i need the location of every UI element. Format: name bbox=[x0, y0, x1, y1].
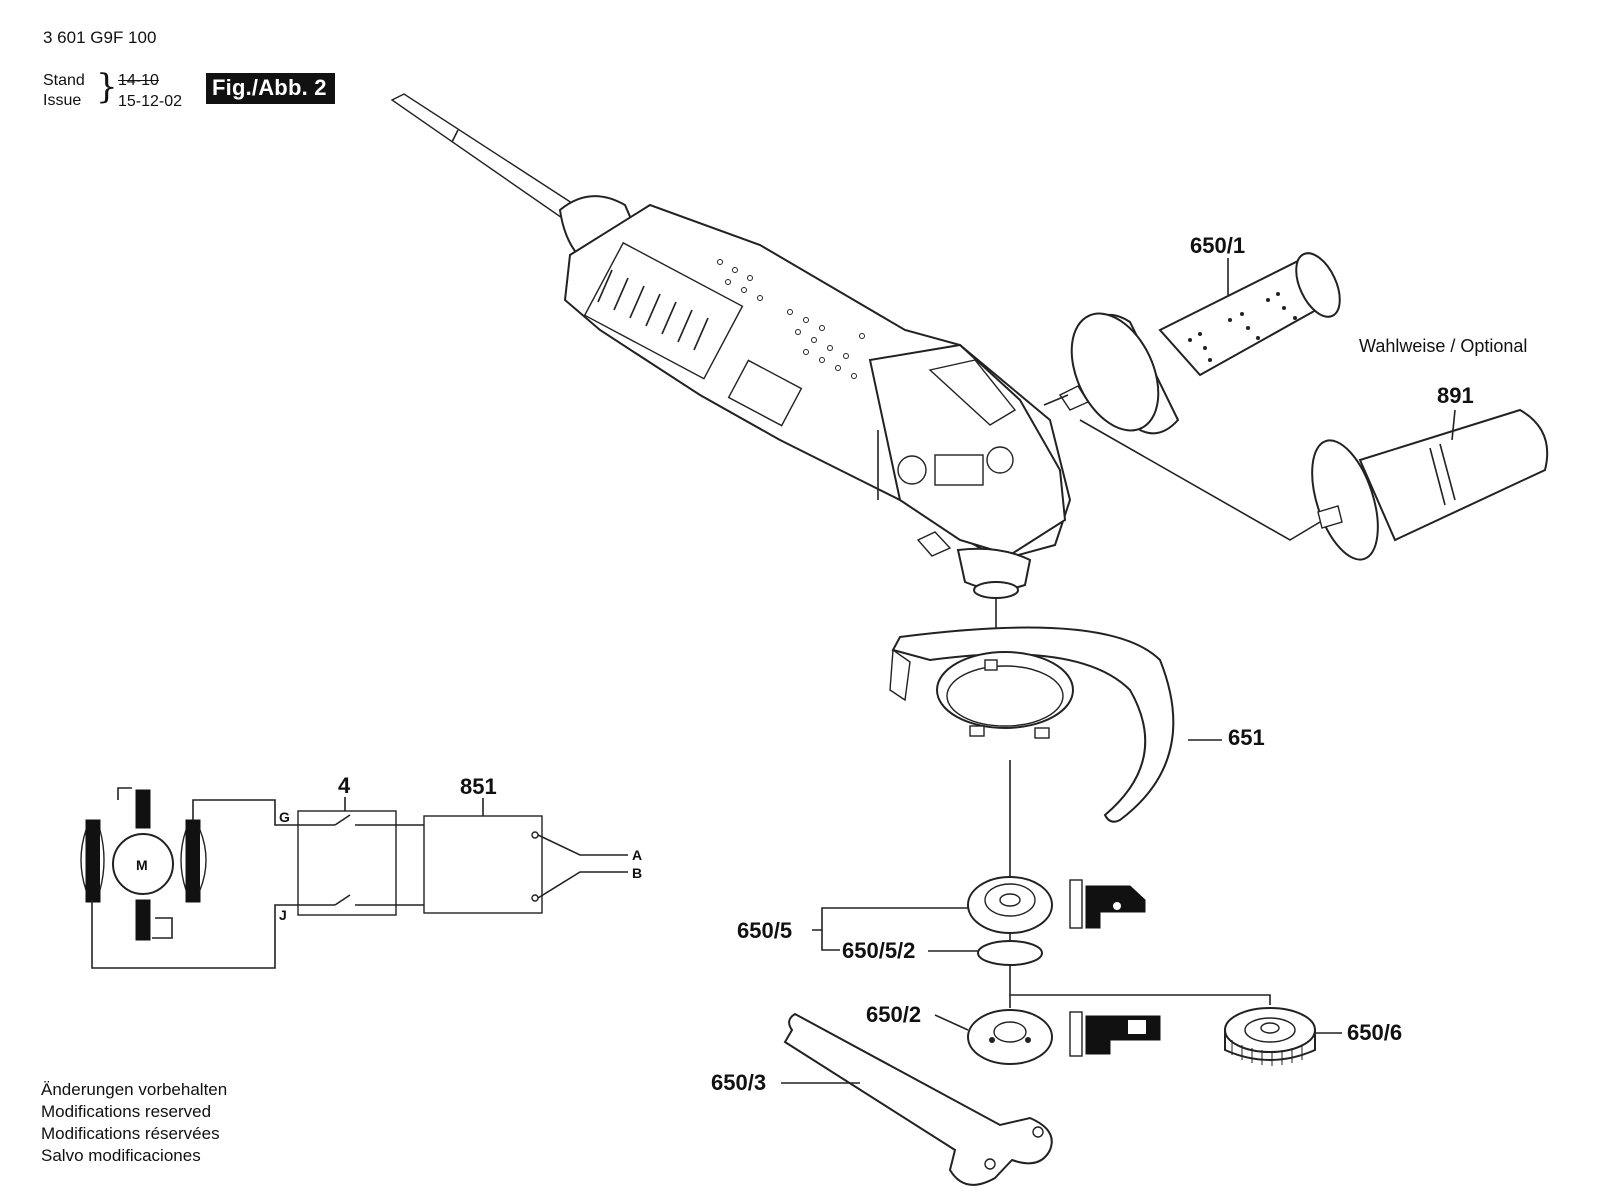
leader-650-5-2-branch bbox=[821, 930, 840, 951]
footer-note-de: Änderungen vorbehalten bbox=[41, 1080, 228, 1099]
o-ring-650-5-2 bbox=[977, 940, 1043, 966]
pin-spanner-650-3 bbox=[783, 1012, 1053, 1186]
old-date: 14-10 bbox=[118, 72, 159, 89]
label-651: 651 bbox=[1228, 725, 1265, 750]
new-date: 15-12-02 bbox=[118, 93, 183, 110]
leader-650-5 bbox=[812, 907, 968, 931]
wiring-schematic: M 4 G J 851 A B bbox=[80, 773, 642, 969]
label-650-1: 650/1 bbox=[1190, 233, 1245, 258]
auxiliary-handle-650-1 bbox=[1058, 252, 1341, 435]
stand-label: Stand bbox=[43, 72, 85, 89]
switch-box bbox=[297, 810, 397, 916]
branch-line-650-6 bbox=[1009, 985, 1271, 1005]
footer-note-es: Salvo modificaciones bbox=[41, 1146, 201, 1165]
label-650-5: 650/5 bbox=[737, 918, 792, 943]
grip-dots bbox=[717, 259, 865, 379]
figure-badge: Fig./Abb. 2 bbox=[206, 73, 335, 104]
handle-connect-line bbox=[1043, 394, 1069, 406]
label-650-2: 650/2 bbox=[866, 1002, 921, 1027]
label-891: 891 bbox=[1437, 383, 1474, 408]
leader-650-2 bbox=[934, 1014, 969, 1031]
terminal-j-label: J bbox=[279, 907, 287, 923]
clamping-nut-650-2 bbox=[967, 1009, 1161, 1065]
vent-grille bbox=[583, 241, 744, 380]
label-4: 4 bbox=[338, 773, 351, 798]
quick-nut-650-6 bbox=[1224, 1007, 1316, 1066]
terminal-a-label: A bbox=[632, 847, 642, 863]
electronics-module bbox=[423, 815, 543, 914]
motor-label: M bbox=[136, 857, 148, 873]
auxiliary-handle-891 bbox=[1311, 408, 1549, 561]
part-number: 3 601 G9F 100 bbox=[43, 28, 157, 47]
grinder-body bbox=[390, 93, 1072, 700]
label-650-3: 650/3 bbox=[711, 1070, 766, 1095]
footer-note-fr: Modifications réservées bbox=[41, 1124, 220, 1143]
brace-icon: } bbox=[96, 67, 118, 107]
terminal-b-label: B bbox=[632, 865, 642, 881]
label-851: 851 bbox=[460, 774, 497, 799]
wheel-guard-651 bbox=[889, 626, 1175, 823]
label-650-5-2: 650/5/2 bbox=[842, 938, 915, 963]
flange-650-5 bbox=[967, 876, 1146, 934]
handle-891-connect-line bbox=[1079, 419, 1321, 541]
leader-891 bbox=[1451, 409, 1456, 441]
footer-note-en: Modifications reserved bbox=[41, 1102, 212, 1121]
optional-note: Wahlweise / Optional bbox=[1359, 336, 1527, 356]
label-650-6: 650/6 bbox=[1347, 1020, 1402, 1045]
terminal-g-label: G bbox=[279, 809, 290, 825]
issue-label: Issue bbox=[43, 92, 82, 109]
